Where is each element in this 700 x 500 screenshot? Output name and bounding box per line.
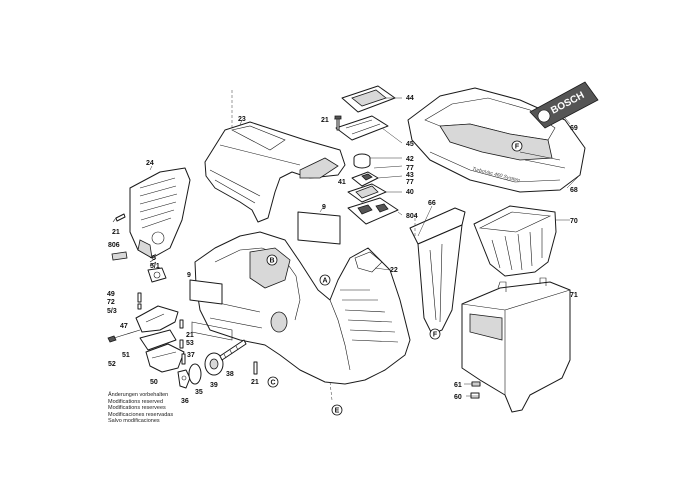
- part-label: 51: [122, 352, 130, 359]
- svg-text:B: B: [269, 258, 274, 265]
- part-label: 804: [406, 213, 418, 220]
- part-label: 77: [406, 179, 414, 186]
- part-label: 22: [390, 267, 398, 274]
- circle-markers: F A B C E F: [266, 140, 523, 416]
- part-label: 71: [570, 292, 578, 299]
- part-label: 36: [181, 398, 189, 405]
- part-label: 5: [152, 255, 156, 262]
- part-71-catcher-box: [461, 277, 571, 413]
- svg-text:F: F: [515, 144, 520, 151]
- part-label: 43: [406, 172, 414, 179]
- leader-lines: [149, 90, 581, 397]
- part-52-pin: [107, 329, 141, 343]
- part-36-key: [177, 369, 191, 389]
- part-72-screw: [137, 303, 142, 310]
- note-line: Modifications reserved: [108, 398, 164, 405]
- part-38-shaft: [219, 339, 247, 361]
- part-label: 45: [406, 141, 414, 148]
- part-label: 69: [570, 125, 578, 132]
- part-label: 72: [107, 299, 115, 306]
- part-label: 77: [406, 165, 414, 172]
- part-label: 5/3: [107, 308, 117, 315]
- part-label: 61: [454, 382, 462, 389]
- part-804-circuit-board: [347, 197, 399, 225]
- marker-c: C: [267, 376, 279, 388]
- part-label: 35: [195, 389, 203, 396]
- marker-a: A: [319, 274, 331, 286]
- part-label: 60: [454, 394, 462, 401]
- part-label: 40: [406, 189, 414, 196]
- part-label: 806: [108, 242, 120, 249]
- part-label: 5/1: [150, 263, 160, 270]
- part-label: 42: [406, 156, 414, 163]
- part-5-spring: [149, 253, 157, 267]
- part-9-label-lower: [189, 279, 233, 341]
- part-label: 21: [251, 379, 259, 386]
- part-45-cover: [335, 115, 389, 141]
- part-label: 21: [112, 229, 120, 236]
- marker-f-chute: F: [429, 328, 441, 340]
- part-9-label-upper: [297, 211, 341, 245]
- svg-text:E: E: [335, 408, 340, 415]
- part-label: 39: [210, 382, 218, 389]
- part-label: 68: [570, 187, 578, 194]
- note-line: Modificaciones reservadas: [108, 411, 174, 418]
- marker-b: B: [266, 254, 278, 266]
- part-label: 38: [226, 371, 234, 378]
- part-23-upper-housing: [204, 121, 346, 223]
- marker-e: E: [331, 404, 343, 416]
- part-label: 52: [108, 361, 116, 368]
- part-labels: 44 21 45 42 77 41 43 77 40 804 69 68 24 …: [107, 95, 578, 405]
- part-42-knob: [353, 153, 371, 169]
- part-24-side-cover: [129, 167, 191, 259]
- part-label: 50: [150, 379, 158, 386]
- part-51-plate: [139, 329, 177, 351]
- part-21-screw-bottom: [253, 361, 258, 375]
- part-label: 23: [238, 116, 246, 123]
- note-line: Änderungen vorbehalten: [108, 392, 169, 398]
- part-5-1-bracket: [147, 267, 167, 283]
- part-label: 37: [187, 352, 195, 359]
- part-70-basket: [473, 205, 557, 277]
- part-label: 9: [187, 272, 191, 279]
- part-41-43-switch: [351, 171, 379, 187]
- part-label: 24: [146, 160, 154, 167]
- part-label: 49: [107, 291, 115, 298]
- part-21-screw-left: [112, 213, 126, 223]
- part-label: 66: [428, 200, 436, 207]
- part-label: 44: [406, 95, 414, 102]
- part-60-screw: [470, 392, 480, 399]
- part-44-switch-plate: [341, 85, 396, 113]
- marker-f-lid: F: [511, 140, 523, 152]
- part-49-screw: [137, 292, 142, 303]
- part-label: 9: [322, 204, 326, 211]
- part-label: 21: [186, 332, 194, 339]
- part-21-screw-mid: [179, 319, 184, 329]
- modifications-notice: Änderungen vorbehalten Modifications res…: [108, 392, 228, 425]
- part-47-bracket: [135, 305, 179, 333]
- part-37-bolt: [181, 353, 186, 365]
- svg-text:A: A: [322, 278, 327, 285]
- part-label: 70: [570, 218, 578, 225]
- svg-text:C: C: [270, 380, 275, 387]
- part-label: 21: [321, 117, 329, 124]
- part-35-disc: [188, 363, 202, 385]
- part-label: 41: [338, 179, 346, 186]
- part-label: 53: [186, 340, 194, 347]
- note-line: Modifications reservees: [108, 405, 166, 412]
- part-21-screw-top: [334, 115, 342, 131]
- note-line: Salvo modificaciones: [108, 418, 160, 425]
- part-66-chute: [409, 207, 466, 335]
- part-label: 47: [120, 323, 128, 330]
- part-39-gear: [204, 352, 224, 376]
- part-806-clip: [111, 251, 128, 261]
- part-53-screw: [179, 339, 184, 349]
- part-50-motor-mount: [145, 343, 185, 373]
- svg-text:F: F: [433, 332, 438, 339]
